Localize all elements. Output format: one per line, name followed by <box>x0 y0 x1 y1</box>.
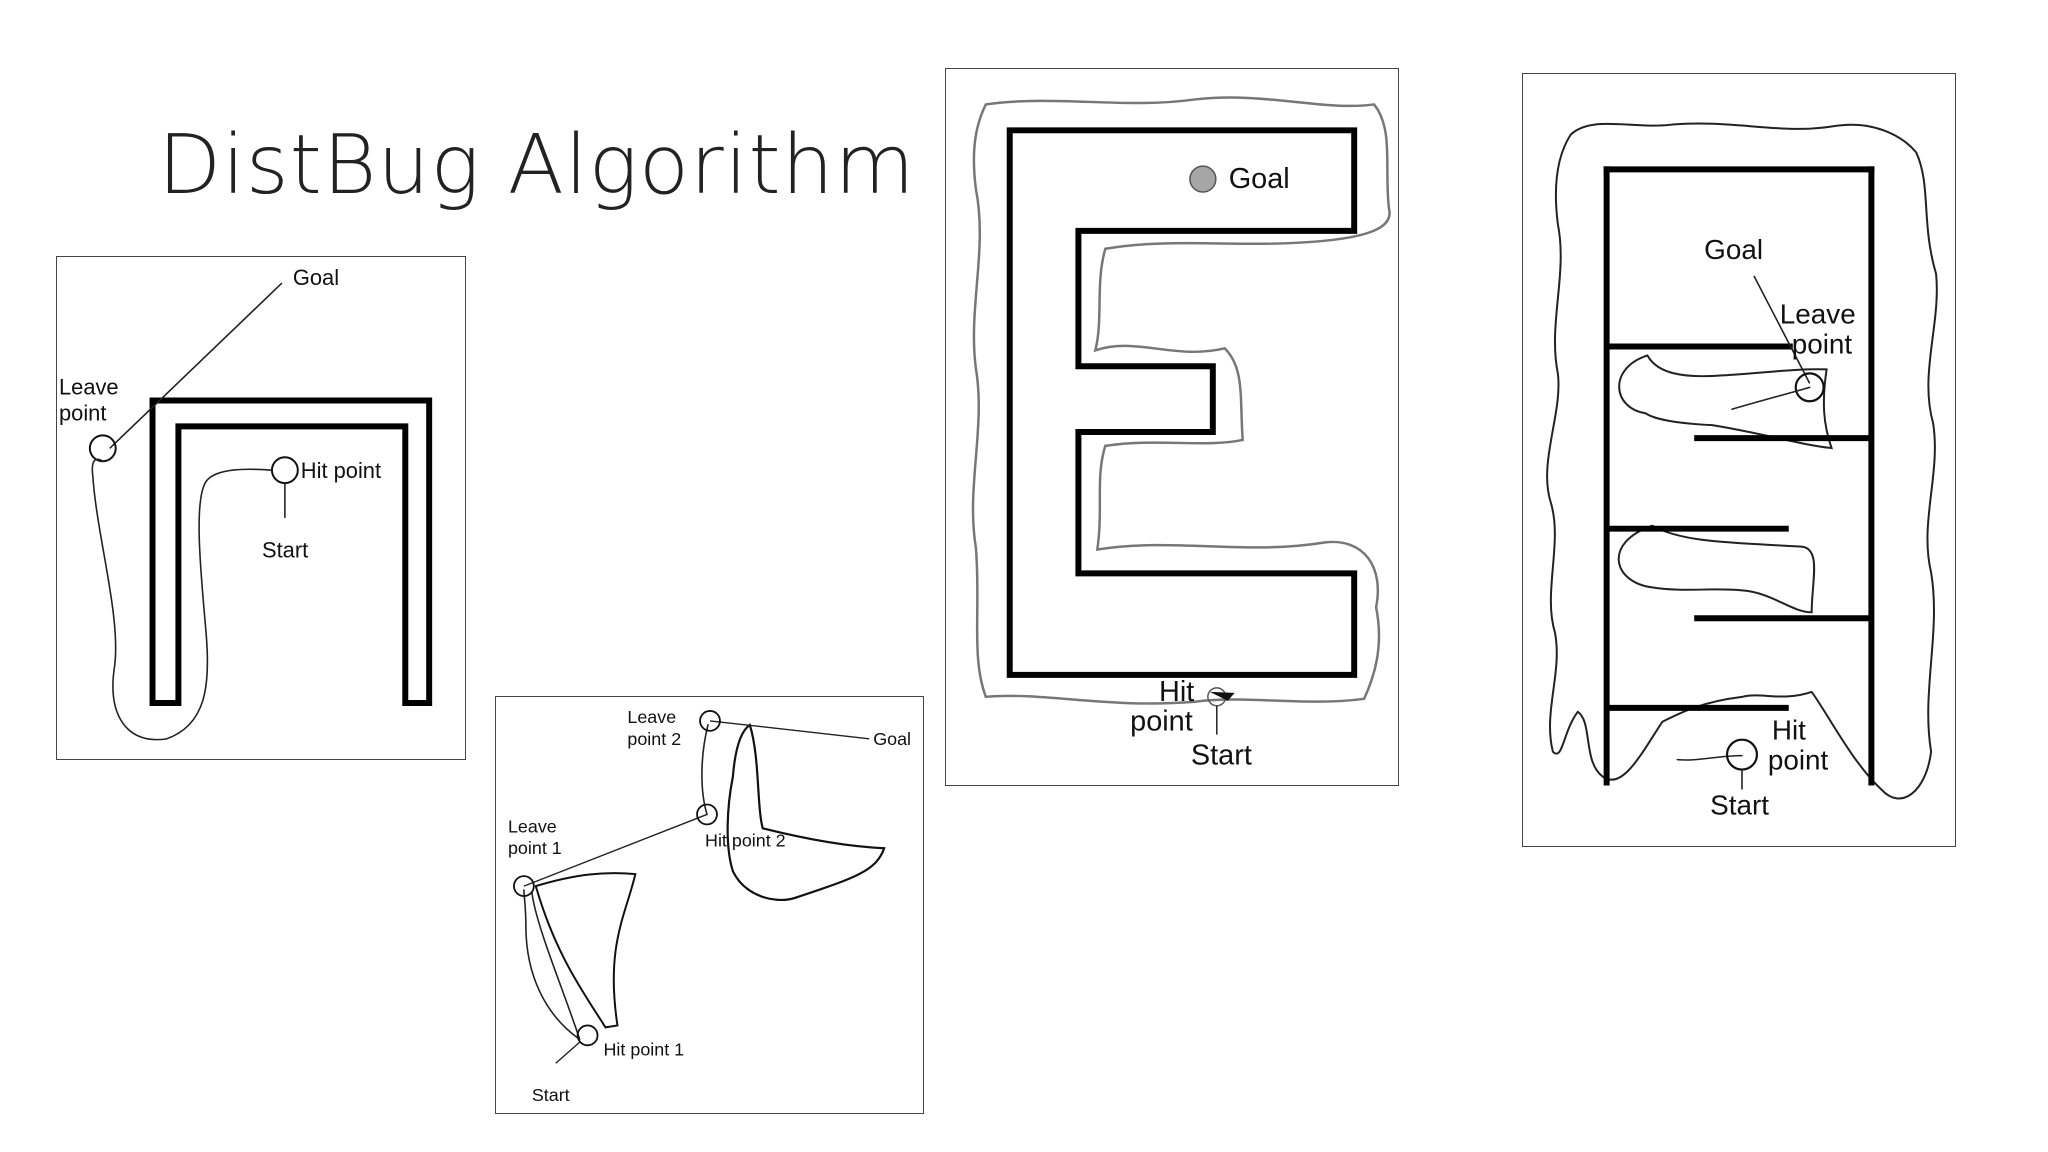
robot-marker <box>1209 691 1235 701</box>
leave-point-1-label-2: point 1 <box>508 838 562 858</box>
goal-label: Goal <box>293 265 339 290</box>
start-label: Start <box>1191 740 1252 772</box>
start-label: Start <box>1710 789 1769 820</box>
leave-point-label-2: point <box>1792 328 1853 359</box>
hit-point-marker <box>270 456 299 485</box>
obstacle-2 <box>726 723 886 902</box>
e-obstacle-wall <box>1006 127 1358 678</box>
goal-label: Goal <box>1229 163 1290 195</box>
hit-point-label-2: point <box>1768 745 1829 776</box>
maze-diagram: Goal Leave point Hit point Start <box>1522 73 1956 847</box>
leave-point-1-marker <box>513 875 535 897</box>
leave-point-label-1: Leave <box>1780 299 1856 330</box>
hit-point-label-1: Hit <box>1772 715 1806 746</box>
leave-point-marker <box>88 434 117 463</box>
maze-walls <box>1603 166 1875 786</box>
leave-point-marker <box>1794 372 1825 403</box>
goal-line <box>109 282 283 449</box>
hit-point-label-1: Hit <box>1159 676 1194 708</box>
start-line <box>555 1040 582 1064</box>
hit-point-2-marker <box>696 803 718 826</box>
hit-point-1-label: Hit point 1 <box>604 1039 685 1059</box>
maze-inner-pocket-lower <box>1617 524 1816 614</box>
leave-point-2-label-2: point 2 <box>627 729 681 749</box>
slide-title: DistBug Algorithm <box>158 118 916 213</box>
robot-path <box>91 458 273 741</box>
leave-point-label-2: point <box>59 400 106 425</box>
obstacle-1 <box>534 872 637 1029</box>
start-label: Start <box>262 538 308 563</box>
leave-point-1-label-1: Leave <box>508 816 557 836</box>
goal-line <box>709 720 870 740</box>
u-obstacle-diagram: Goal Leave point Hit point Start <box>56 256 466 760</box>
maze-inner-pocket-upper <box>1618 354 1834 450</box>
two-obstacles-diagram: Leave point 2 Goal Leave point 1 Hit poi… <box>495 696 924 1114</box>
leave-point-2-label-1: Leave <box>627 707 676 727</box>
start-label: Start <box>532 1085 570 1105</box>
e-obstacle-outline <box>971 96 1391 705</box>
robot-path <box>1676 386 1811 761</box>
hit-point-label-2: point <box>1130 706 1193 738</box>
robot-path <box>523 724 709 1041</box>
maze-outline <box>1546 122 1938 800</box>
hit-point-marker <box>1725 738 1759 771</box>
goal-label: Goal <box>1704 234 1763 265</box>
hit-point-1-marker <box>576 1024 599 1047</box>
leave-point-label-1: Leave <box>59 375 119 400</box>
e-obstacle-diagram: Goal Hit point Start <box>945 68 1399 786</box>
goal-label: Goal <box>873 729 911 749</box>
hit-point-2-label: Hit point 2 <box>705 830 786 850</box>
u-obstacle-wall <box>149 397 433 707</box>
hit-point-label: Hit point <box>301 458 381 483</box>
goal-line <box>1753 275 1811 384</box>
leave1-to-hit2-line <box>523 813 708 887</box>
leave-point-2-marker <box>699 710 721 732</box>
goal-marker <box>1189 165 1217 193</box>
